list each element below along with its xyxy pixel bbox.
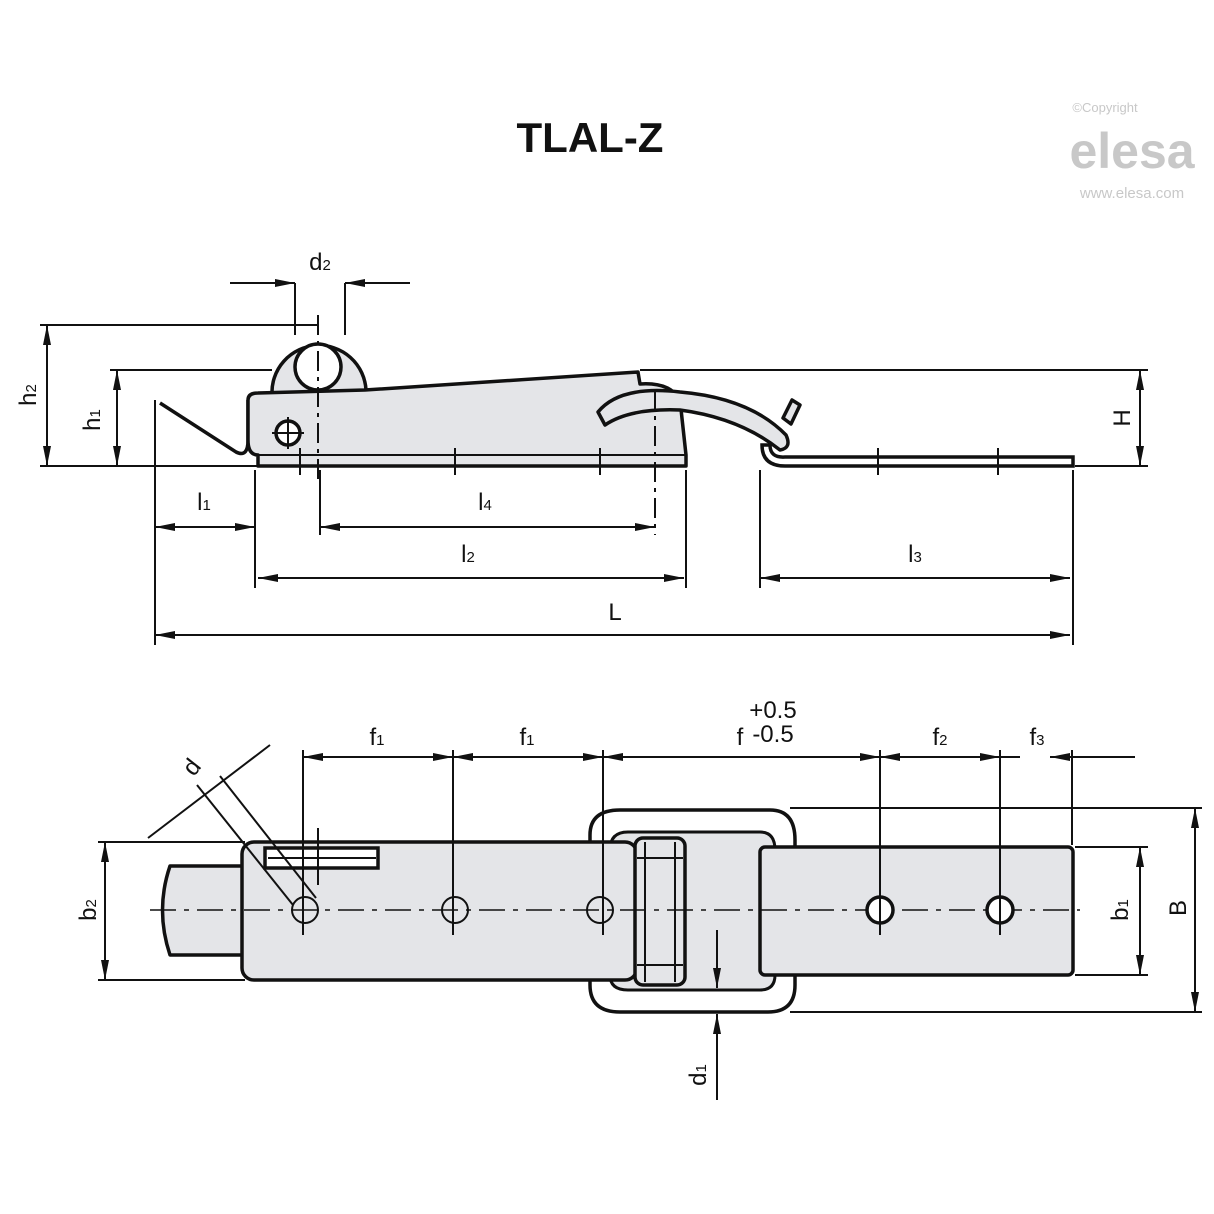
top-dimension-lines xyxy=(98,744,1202,1100)
hole xyxy=(441,896,469,924)
label-f-tol-minus: -0.5 xyxy=(752,721,793,748)
label-l1: l1 xyxy=(197,489,211,516)
label-l4: l4 xyxy=(478,489,492,516)
side-view: d2 h2 h1 H l1 l4 l2 l3 L xyxy=(15,249,1148,645)
label-f-tol-plus: +0.5 xyxy=(749,697,796,724)
label-H: H xyxy=(1109,409,1136,426)
label-f2: f2 xyxy=(932,724,947,751)
roller xyxy=(633,836,687,987)
logo-url: www.elesa.com xyxy=(1079,185,1184,202)
label-h2: h2 xyxy=(15,384,42,406)
label-B: B xyxy=(1165,900,1192,916)
label-l2: l2 xyxy=(461,541,475,568)
hole xyxy=(291,896,319,924)
strike-plate-top xyxy=(758,845,1075,977)
label-h1: h1 xyxy=(79,409,106,431)
label-f3: f3 xyxy=(1029,724,1044,751)
label-L: L xyxy=(608,599,621,626)
hole xyxy=(586,896,614,924)
top-view: f1 f1 f +0.5 -0.5 f2 f3 d b2 b1 B d1 xyxy=(75,697,1202,1100)
label-f1: f1 xyxy=(519,724,534,751)
label-b1: b1 xyxy=(1107,899,1134,921)
hook-part xyxy=(159,400,250,456)
logo-brand: elesa xyxy=(1069,123,1195,179)
label-d: d xyxy=(177,754,207,781)
label-b2: b2 xyxy=(75,899,102,921)
label-l3: l3 xyxy=(908,541,922,568)
elesa-logo: ©Copyright elesa www.elesa.com xyxy=(1069,100,1195,202)
strike-plate xyxy=(760,443,1075,468)
label-d2: d2 xyxy=(309,249,331,276)
label-f1: f1 xyxy=(369,724,384,751)
drawing-title: TLAL-Z xyxy=(517,114,664,161)
side-dimension-lines xyxy=(40,279,1148,645)
lever-arm xyxy=(596,388,790,452)
label-f: f xyxy=(737,724,744,751)
logo-copyright: ©Copyright xyxy=(1072,100,1138,115)
lever-pin xyxy=(781,398,802,426)
label-d1: d1 xyxy=(685,1064,712,1086)
